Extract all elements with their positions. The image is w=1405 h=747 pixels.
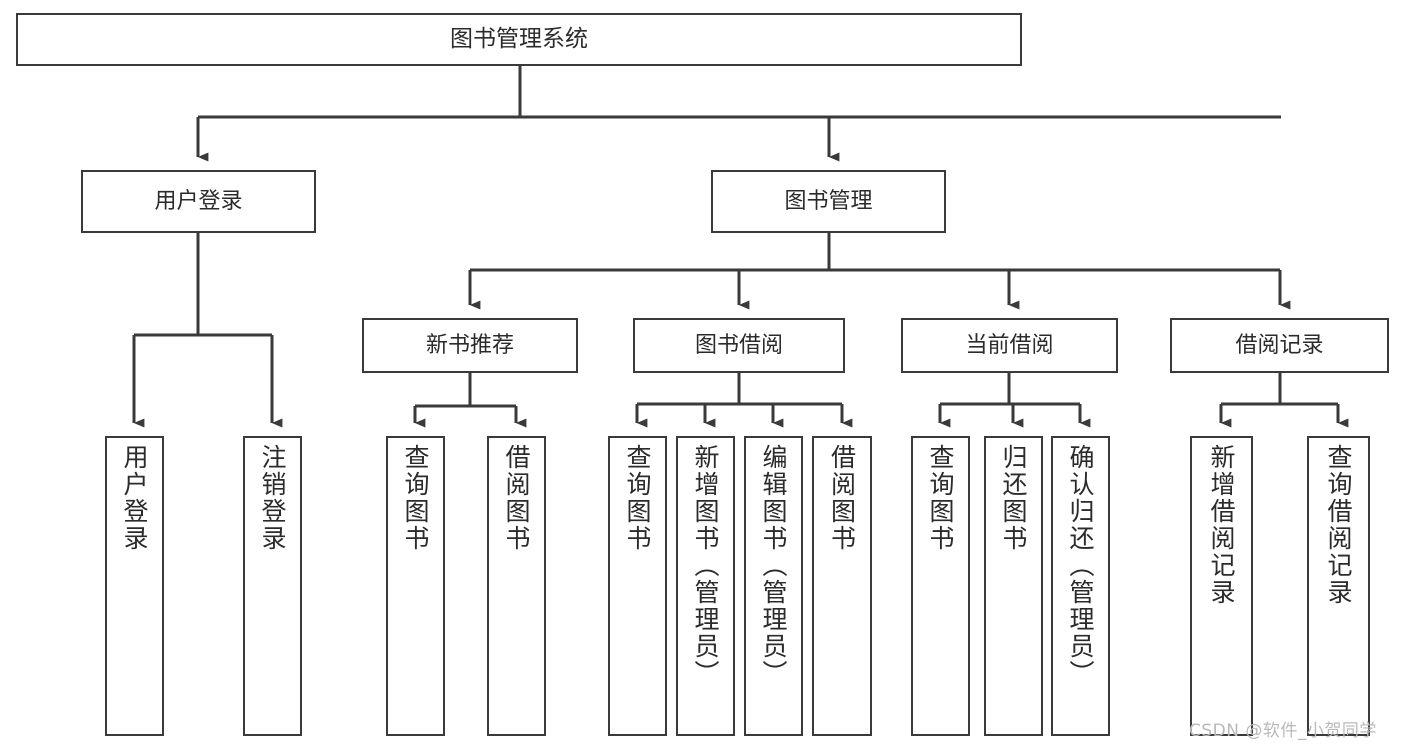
node-leaf-borrow-book-1-label: 借阅图书: [502, 444, 531, 552]
node-leaf-add-book-label: 新增图书（管理员）: [691, 444, 720, 687]
node-leaf-query-book-1-label: 查询图书: [401, 444, 430, 552]
node-leaf-confirm-return-label: 确认归还（管理员）: [1066, 444, 1095, 687]
node-leaf-query-book-2-label: 查询图书: [623, 444, 652, 552]
node-book-borrow[interactable]: 图书借阅: [633, 318, 845, 373]
node-user-login[interactable]: 用户登录: [81, 170, 316, 233]
node-root-label: 图书管理系统: [450, 25, 588, 52]
node-leaf-query-book-3-label: 查询图书: [926, 444, 955, 552]
node-leaf-query-record[interactable]: 查询借阅记录: [1307, 436, 1370, 736]
node-leaf-return-book[interactable]: 归还图书: [984, 436, 1043, 736]
node-book-manage[interactable]: 图书管理: [711, 170, 946, 233]
node-leaf-user-login[interactable]: 用户登录: [105, 436, 164, 736]
node-new-book-rec[interactable]: 新书推荐: [362, 318, 578, 373]
node-leaf-borrow-book-2-label: 借阅图书: [827, 444, 857, 552]
watermark: CSDN @软件_小贺同学: [1189, 721, 1377, 741]
node-leaf-confirm-return[interactable]: 确认归还（管理员）: [1051, 436, 1110, 736]
node-leaf-add-book[interactable]: 新增图书（管理员）: [676, 436, 735, 736]
node-borrow-record-label: 借阅记录: [1235, 332, 1324, 358]
node-leaf-query-book-1[interactable]: 查询图书: [386, 436, 445, 736]
node-leaf-edit-book-label: 编辑图书（管理员）: [759, 444, 788, 687]
node-current-borrow-label: 当前借阅: [965, 332, 1054, 358]
node-leaf-logout-label: 注销登录: [258, 444, 287, 552]
node-new-book-rec-label: 新书推荐: [425, 332, 514, 358]
node-borrow-record[interactable]: 借阅记录: [1170, 318, 1389, 373]
node-book-borrow-label: 图书借阅: [694, 332, 783, 358]
node-book-manage-label: 图书管理: [784, 188, 873, 214]
node-leaf-return-book-label: 归还图书: [999, 444, 1028, 552]
node-leaf-borrow-book-1[interactable]: 借阅图书: [487, 436, 546, 736]
node-root[interactable]: 图书管理系统: [16, 13, 1022, 66]
node-leaf-query-record-label: 查询借阅记录: [1324, 444, 1353, 606]
node-leaf-borrow-book-2[interactable]: 借阅图书: [812, 436, 872, 736]
node-leaf-query-book-3[interactable]: 查询图书: [911, 436, 970, 736]
node-leaf-add-record[interactable]: 新增借阅记录: [1190, 436, 1253, 736]
node-user-login-label: 用户登录: [154, 188, 243, 214]
node-leaf-logout[interactable]: 注销登录: [243, 436, 302, 736]
node-leaf-add-record-label: 新增借阅记录: [1207, 444, 1236, 606]
node-current-borrow[interactable]: 当前借阅: [901, 318, 1118, 373]
node-leaf-query-book-2[interactable]: 查询图书: [608, 436, 667, 736]
node-leaf-edit-book[interactable]: 编辑图书（管理员）: [744, 436, 803, 736]
node-leaf-user-login-label: 用户登录: [120, 444, 149, 552]
